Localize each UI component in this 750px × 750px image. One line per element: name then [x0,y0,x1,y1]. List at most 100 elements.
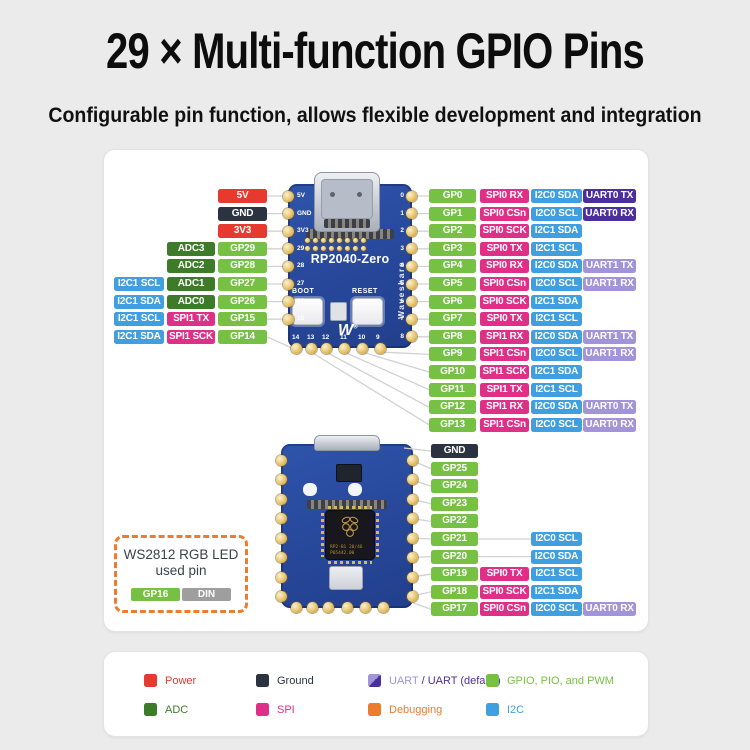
reset-button-label: RESET [352,288,378,295]
legend-item-i2c: I2C [486,703,524,716]
pin-badge-gp2: GP2 [429,224,476,239]
pin-badge-gnd: GND [431,444,478,458]
usb-contacts [324,219,370,228]
pin-badge-gp28: GP28 [218,259,267,274]
board-name: RP2040-Zero [310,252,390,266]
castellated-pad [406,296,417,308]
castellated-pad [406,331,417,343]
legend-item-uart: UART / UART (default) [368,674,501,687]
edge-pin-label-0: 0 [400,192,404,199]
debug-pad [313,246,318,251]
edge-pin-label-3: 3 [400,244,404,252]
legend-card: Power Ground UART / UART (default)GPIO, PI… [103,651,649,737]
pin-badge-gp9: GP9 [429,347,476,362]
legend-label: Debugging [389,703,443,716]
pin-badge-gp0: GP0 [429,189,476,203]
pin-badge-spi0-csn: SPI0 CSn [480,277,529,291]
edge-pin-label-14: 14 [292,334,300,341]
pin-badge-gp11: GP11 [429,382,476,397]
pin-badge-i2c1-scl: I2C1 SCL [531,312,582,327]
waveshare-logo-icon: W® [338,322,358,339]
castellated-pad [406,225,417,237]
castellated-pad [283,208,294,220]
legend-swatch-icon [256,703,269,716]
pin-badge-i2c1-sda: I2C1 SDA [531,365,582,379]
boot-button-label: BOOT [292,288,315,295]
rp2040-chip: RP2-B1 20/46 P65442.00 [326,511,374,559]
pin-badge-spi0-sck: SPI0 SCK [480,224,529,239]
page-subtitle: Configurable pin function, allows flexib… [48,104,702,127]
castellated-pad [406,260,417,272]
castellated-pad [360,602,371,613]
usb-c-connector [314,172,380,232]
edge-pin-label-7: 7 [400,315,404,323]
pin-badge-spi1-csn: SPI1 CSn [480,347,529,362]
pin-badge-spi0-tx: SPI0 TX [480,567,529,582]
pin-badge-i2c1-sda: I2C1 SDA [114,329,164,344]
pin-badge-i2c0-scl: I2C0 SCL [531,347,582,362]
castellated-pad [283,225,294,237]
legend-item-adc: ADC [144,703,188,716]
edge-pin-label-12: 12 [322,334,330,341]
legend-swatch-icon [144,674,157,687]
debug-pad [313,238,318,243]
legend-item-spi: SPI [256,703,295,716]
edge-pin-label-8: 8 [400,332,404,340]
pin-badge-gp6: GP6 [429,294,476,309]
castellated-pad [291,342,302,354]
edge-pin-label-28: 28 [297,262,305,270]
pin-badge-i2c1-scl: I2C1 SCL [531,382,582,397]
legend-item-ground: Ground [256,674,314,687]
pin-badge-i2c1-scl: I2C1 SCL [114,277,164,291]
castellated-pad [283,190,294,202]
castellated-pad [276,474,287,485]
pin-badge-gp27: GP27 [218,277,267,291]
back-header-pads [307,500,387,509]
legend-item-gpio-pio-and-pwm: GPIO, PIO, and PWM [486,674,614,687]
castellated-pad [306,342,317,354]
pin-badge-spi0-rx: SPI0 RX [480,189,529,203]
castellated-pad [276,532,287,544]
silkscreen-pad-left [303,483,317,496]
edge-pin-label-5: 5 [400,280,404,287]
edge-pin-label-4: 4 [400,262,404,270]
pin-badge-i2c1-sda: I2C1 SDA [531,224,582,239]
pin-badge-gp1: GP1 [429,206,476,221]
crystal-oscillator [329,566,363,590]
pin-badge-gp19: GP19 [431,567,478,582]
debug-pad [321,246,326,251]
debug-pad [353,238,358,243]
edge-pin-label-2: 2 [400,227,404,235]
castellated-pad [339,342,350,354]
pin-badge-i2c1-sda: I2C1 SDA [114,294,164,309]
castellated-pad [375,342,386,354]
chip-leads-right [376,513,379,557]
pin-badge-i2c0-sda: I2C0 SDA [531,189,582,203]
pin-badge-i2c0-sda: I2C0 SDA [531,549,582,564]
pin-badge-spi1-tx: SPI1 TX [480,382,529,397]
debug-pad [329,246,334,251]
castellated-pad [406,278,417,290]
castellated-pad [283,296,294,308]
pin-badge-gp7: GP7 [429,312,476,327]
usb-c-connector-back [314,435,380,451]
pin-badge-gp13: GP13 [429,417,476,432]
pin-badge-uart0-rx: UART0 RX [583,417,636,432]
legend-item-power: Power [144,674,196,687]
pin-badge-i2c0-sda: I2C0 SDA [531,400,582,415]
pin-badge-spi0-sck: SPI0 SCK [480,584,529,599]
debug-pad [361,238,366,243]
debug-pad [361,246,366,251]
pin-badge-gp17: GP17 [431,602,478,617]
pin-badge-i2c1-scl: I2C1 SCL [531,567,582,582]
board-back: RP2-B1 20/46 P65442.00 [281,444,413,608]
castellated-pad [276,552,287,563]
legend-swatch-icon [368,674,381,687]
legend-item-debugging: Debugging [368,703,442,716]
pin-badge-spi1-sck: SPI1 SCK [480,365,529,379]
edge-pin-label-9: 9 [376,334,380,341]
pin-badge-i2c0-scl: I2C0 SCL [531,602,582,617]
legend-label: ADC [165,703,189,716]
pin-badge-spi1-rx: SPI1 RX [480,400,529,415]
